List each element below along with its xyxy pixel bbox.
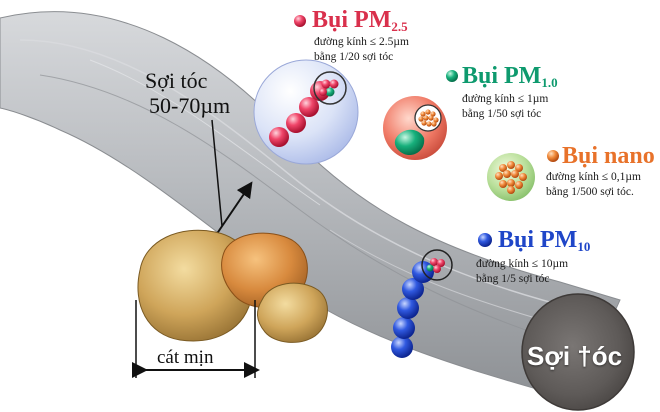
- nano-title: Bụi nano: [562, 144, 655, 168]
- pm10-title-sub: 10: [577, 239, 591, 255]
- nano-disc: [487, 153, 535, 201]
- pm10-description: đường kính ≤ 10µm bằng 1/5 sợi tóc: [476, 257, 568, 287]
- hair-end-label: Sợi †óc: [527, 341, 623, 371]
- pm10-small-title-text: Bụi PM: [462, 63, 542, 89]
- pm10-dot-icon: [478, 233, 492, 247]
- pm10-particle-chain: [391, 249, 453, 358]
- pm10-title: Bụi PM10: [498, 228, 590, 253]
- pm10-small-disc: [383, 96, 447, 160]
- pm10-small-description: đường kính ≤ 1µm bằng 1/50 sợi tóc: [462, 92, 548, 122]
- pm25-bubble: [253, 59, 359, 165]
- pm25-description: đường kính ≤ 2.5µm bằng 1/20 sợi tóc: [314, 35, 409, 65]
- pm25-dot-icon: [294, 15, 306, 27]
- hair-width-arrow: [202, 181, 253, 250]
- pm25-desc-diameter: đường kính ≤ 2.5µm: [314, 36, 409, 48]
- nano-desc-diameter: đường kính ≤ 0,1µm: [546, 171, 641, 183]
- hair-strand: [0, 11, 621, 401]
- pm25-title: Bụi PM2.5: [312, 8, 408, 33]
- pm10-desc-diameter: đường kính ≤ 10µm: [476, 258, 569, 270]
- pm10-small-desc-diameter: đường kính ≤ 1µm: [462, 93, 549, 105]
- nano-title-text: Bụi nano: [562, 143, 655, 169]
- nano-desc-ratio: bằng 1/500 sợi tóc.: [546, 186, 634, 198]
- pm10-small-title: Bụi PM1.0: [462, 64, 558, 89]
- hair-label-leader: [211, 119, 223, 227]
- pm25-desc-ratio: bằng 1/20 sợi tóc: [314, 51, 394, 63]
- hair-label-line1: Sợi tóc: [145, 68, 208, 93]
- pm10-small-dot-icon: [446, 70, 458, 82]
- pm10-small-title-sub: 1.0: [541, 75, 558, 91]
- pm10-desc-ratio: bằng 1/5 sợi tóc: [476, 273, 550, 285]
- hair-diameter-label: Sợi tóc 50-70µm: [145, 68, 230, 118]
- pm10-small-desc-ratio: bằng 1/50 sợi tóc: [462, 108, 542, 120]
- pm10-title-text: Bụi PM: [498, 227, 578, 253]
- nano-description: đường kính ≤ 0,1µm bằng 1/500 sợi tóc.: [546, 170, 641, 200]
- sand-label: cát mịn: [157, 347, 214, 368]
- fine-sand-grains: [137, 229, 328, 343]
- hair-label-line2: 50-70µm: [149, 93, 231, 118]
- pm25-title-text: Bụi PM: [312, 7, 392, 33]
- pm25-title-sub: 2.5: [391, 19, 408, 35]
- nano-dot-icon: [547, 150, 559, 162]
- hair-cross-section: [521, 293, 635, 411]
